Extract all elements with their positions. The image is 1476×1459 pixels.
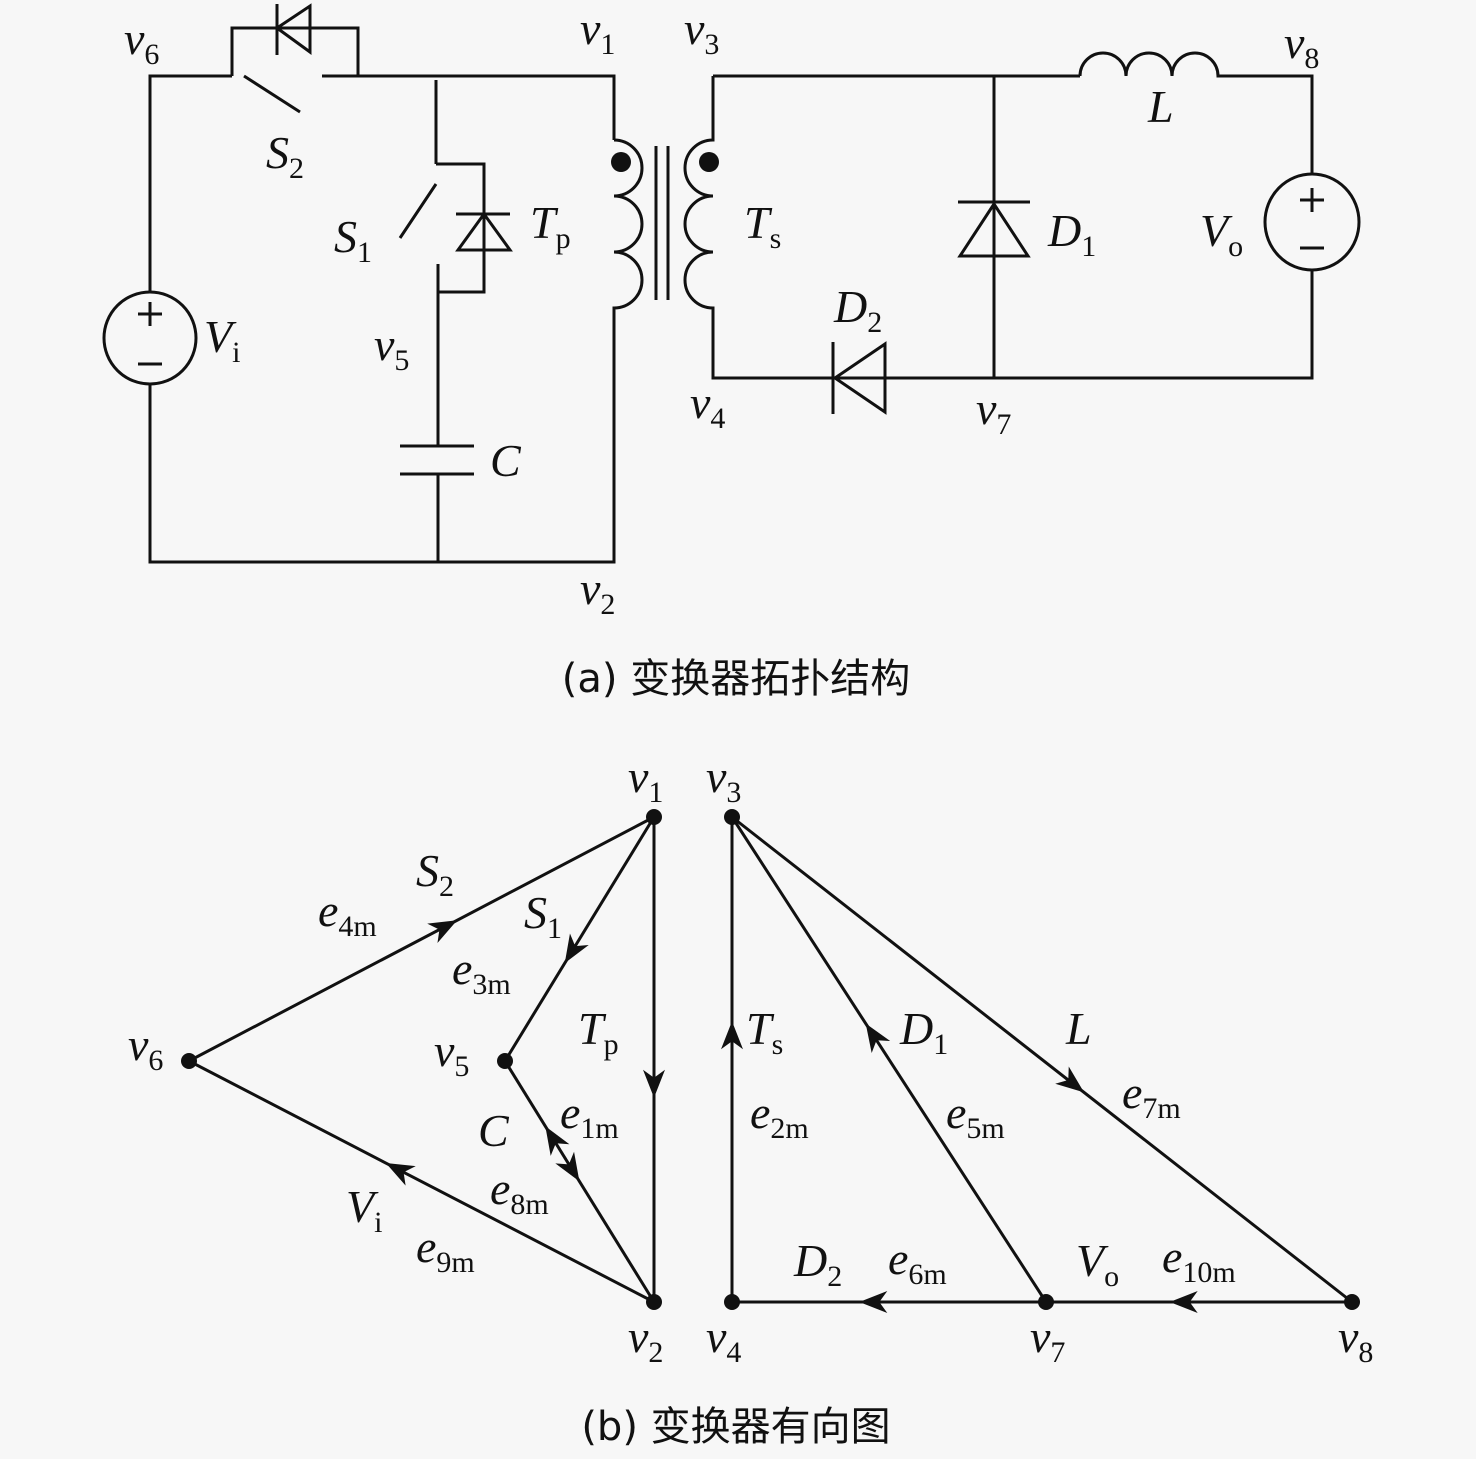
component-label-e1m: C — [478, 1105, 510, 1156]
graph-node-label-v3: v3 — [706, 751, 741, 809]
graph-node-label-v2: v2 — [628, 1311, 663, 1369]
dot-secondary — [699, 152, 719, 172]
component-label-e4m: S2 — [416, 845, 454, 903]
component-label-s2: S2 — [266, 127, 304, 185]
component-label-l: L — [1147, 81, 1174, 132]
switch-s1-blade — [398, 183, 438, 239]
caption-a: (a) 变换器拓扑结构 — [562, 656, 910, 702]
component-label-e6m: D2 — [793, 1235, 842, 1293]
edge-e1m — [503, 1060, 656, 1303]
diode-d2 — [831, 341, 887, 415]
graph-node-v7 — [1038, 1294, 1054, 1310]
arrow-eTp — [643, 1069, 665, 1098]
edge-label-e2m: e2m — [750, 1087, 809, 1145]
inductor-l — [1078, 51, 1314, 174]
circuit-node-label-v7: v7 — [976, 383, 1011, 441]
graph-node-label-v5: v5 — [434, 1025, 469, 1083]
arrow-e5m — [865, 1023, 891, 1053]
voltage-source-vi — [102, 290, 198, 386]
edge-label-e4m: e4m — [318, 885, 377, 943]
wire-v2-bottom — [148, 310, 616, 564]
component-label-tp: Tp — [530, 197, 571, 255]
graph-node-v4 — [724, 1294, 740, 1310]
voltage-source-vo — [1263, 172, 1361, 272]
arrow-e10m — [1169, 1291, 1198, 1313]
circuit-node-label-v6: v6 — [124, 13, 159, 71]
circuit-node-label-v5: v5 — [374, 319, 409, 377]
graph-node-v5 — [497, 1053, 513, 1069]
circuit-node-label-v4: v4 — [690, 377, 725, 435]
component-label-ts: Ts — [744, 197, 781, 255]
caption-b: (b) 变换器有向图 — [581, 1404, 890, 1450]
capacitor-c — [400, 444, 474, 476]
circuit-node-label-v8: v8 — [1284, 17, 1319, 75]
edge-e5m — [730, 816, 1048, 1303]
edge-label-e7m: e7m — [1122, 1067, 1181, 1125]
component-label-eTp: Tp — [578, 1003, 619, 1061]
component-label-d1: D1 — [1047, 205, 1096, 263]
edge-label-e1m: e1m — [560, 1087, 619, 1145]
graph-node-label-v8: v8 — [1338, 1311, 1373, 1369]
edge-e4m — [188, 815, 655, 1063]
arrow-e1m — [555, 1151, 580, 1182]
component-label-e7m: L — [1065, 1003, 1092, 1054]
component-label-d2: D2 — [833, 281, 882, 339]
edge-label-e5m: e5m — [946, 1087, 1005, 1145]
component-label-c: C — [490, 435, 522, 486]
circuit-node-label-v1: v1 — [580, 3, 615, 61]
wire-v1-top — [322, 74, 616, 140]
edge-e3m — [503, 816, 656, 1062]
arrow-e4m — [427, 920, 458, 944]
edge-e7m — [731, 815, 1353, 1304]
wire-s1-diode-loop — [436, 162, 486, 294]
graph-node-v8 — [1344, 1294, 1360, 1310]
component-label-e10m: Vo — [1076, 1235, 1119, 1293]
graph-node-v1 — [646, 809, 662, 825]
edge-label-e9m: e9m — [416, 1221, 475, 1279]
component-label-e5m: D1 — [899, 1003, 948, 1061]
component-label-e8m: Vi — [346, 1181, 382, 1239]
wire-v6-left — [148, 74, 232, 292]
switch-s2-blade — [243, 74, 301, 114]
arrow-e8m — [385, 1163, 416, 1186]
graph-node-v3 — [724, 809, 740, 825]
arrow-e6m — [859, 1291, 888, 1313]
edge-label-e8m: e8m — [490, 1163, 549, 1221]
diode-s2 — [274, 3, 312, 55]
transformer-secondary-coil — [683, 76, 1314, 380]
graph-node-label-v1: v1 — [628, 751, 663, 809]
component-label-vo: Vo — [1200, 205, 1243, 263]
graph-node-v2 — [646, 1294, 662, 1310]
component-label-e3m: S1 — [524, 887, 562, 945]
wire-s2-top — [230, 26, 360, 76]
arrow-e1m-reverse — [545, 1126, 570, 1156]
edge-label-e10m: e10m — [1162, 1231, 1236, 1289]
transformer-primary-coil — [612, 138, 644, 310]
graph-node-v6 — [181, 1053, 197, 1069]
graph-node-label-v4: v4 — [706, 1311, 741, 1369]
graph-node-label-v7: v7 — [1030, 1311, 1065, 1369]
edge-label-e3m: e3m — [452, 943, 511, 1001]
diode-d1 — [957, 200, 1031, 258]
dot-primary — [611, 152, 631, 172]
directed-graph: v1 v2 v3 v4 v5 v6 v7 v8 e1m e2m e3m e4m e5m e6m e7m e8m… — [128, 751, 1373, 1369]
diode-s1 — [455, 211, 513, 252]
edge-label-e6m: e6m — [888, 1233, 947, 1291]
arrow-e7m — [1055, 1066, 1085, 1093]
circuit-node-label-v3: v3 — [684, 3, 719, 61]
edge-e8m — [188, 1059, 655, 1304]
arrow-e2m — [721, 1021, 743, 1050]
arrow-e3m — [564, 933, 589, 964]
circuit-node-label-v2: v2 — [580, 563, 615, 621]
component-label-vi: Vi — [204, 311, 240, 369]
component-label-e2m: Ts — [746, 1003, 783, 1061]
graph-node-label-v6: v6 — [128, 1019, 163, 1077]
component-label-s1: S1 — [334, 211, 372, 269]
